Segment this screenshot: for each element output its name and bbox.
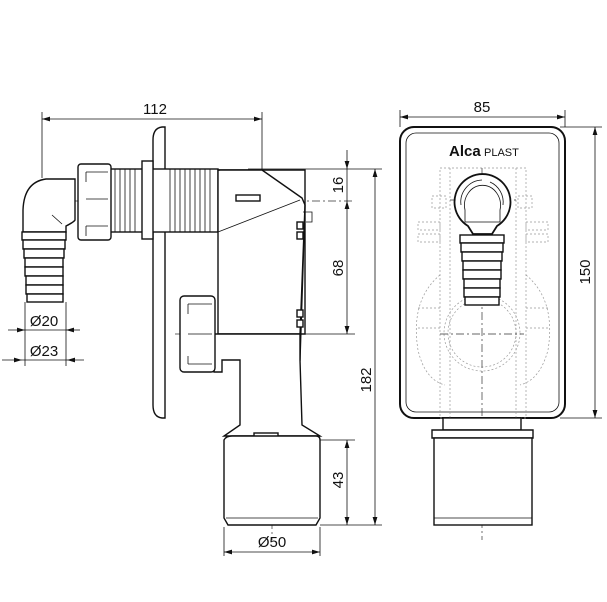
dim-85: 85 [474,99,491,116]
front-view: 85 150 [399,99,602,540]
outlet-cylinder [223,435,321,526]
dim-43: 43 [330,472,347,489]
threaded-pipe [109,168,219,233]
dim-182: 182 [358,367,375,392]
dim-68: 68 [330,260,347,277]
front-outlet-cylinder [433,437,533,526]
dim-d23: Ø23 [30,343,58,360]
front-outlet-collar [431,429,534,439]
svg-text:PLAST: PLAST [484,147,519,159]
vent-slot [235,194,261,202]
alcaplast-logo: Alca PLAST [449,143,519,160]
dim-150: 150 [577,259,594,284]
inlet-ring [453,173,512,235]
front-hose-barb [459,234,505,306]
dim-112: 112 [143,101,167,118]
lock-nut [141,160,154,240]
siphon-body-lower [213,333,323,437]
thread-lines [114,169,211,232]
hose-barb [21,231,67,303]
side-view: 112 16 68 182 43 Ø20 Ø23 Ø50 [2,101,382,556]
hose-elbow [22,178,76,233]
union-nut [77,163,112,241]
dim-d50: Ø50 [258,534,286,551]
svg-text:Alca: Alca [449,143,481,160]
dim-16: 16 [330,177,347,194]
extension-lines [24,112,382,556]
dim-d20: Ø20 [30,313,58,330]
front-outlet-neck [442,417,522,431]
